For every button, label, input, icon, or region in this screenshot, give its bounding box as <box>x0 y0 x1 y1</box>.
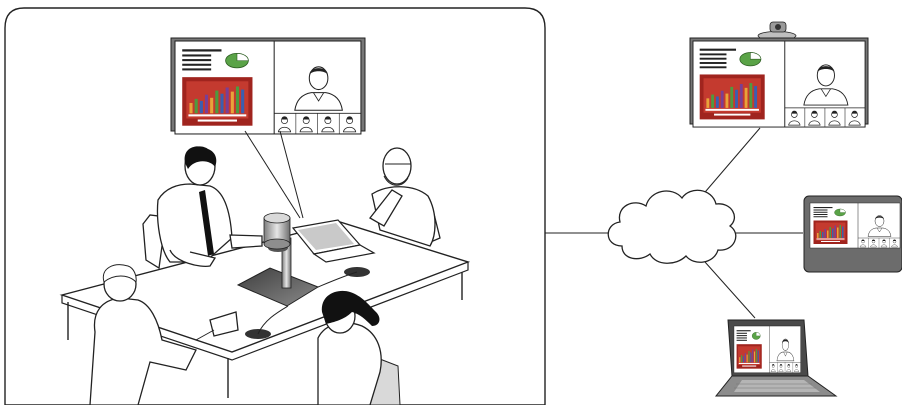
tablet-icon <box>804 196 902 272</box>
remote-room-display <box>690 22 868 127</box>
camera-icon <box>758 22 796 40</box>
laptop-icon <box>716 320 836 396</box>
participant-back-right <box>370 148 440 246</box>
room-wall-display <box>171 38 365 134</box>
link-cloud-laptop <box>705 262 755 318</box>
participant-front-right <box>318 291 400 405</box>
meeting-room-panel <box>5 8 545 405</box>
cloud-icon <box>608 190 736 263</box>
link-cloud-display <box>700 128 760 198</box>
